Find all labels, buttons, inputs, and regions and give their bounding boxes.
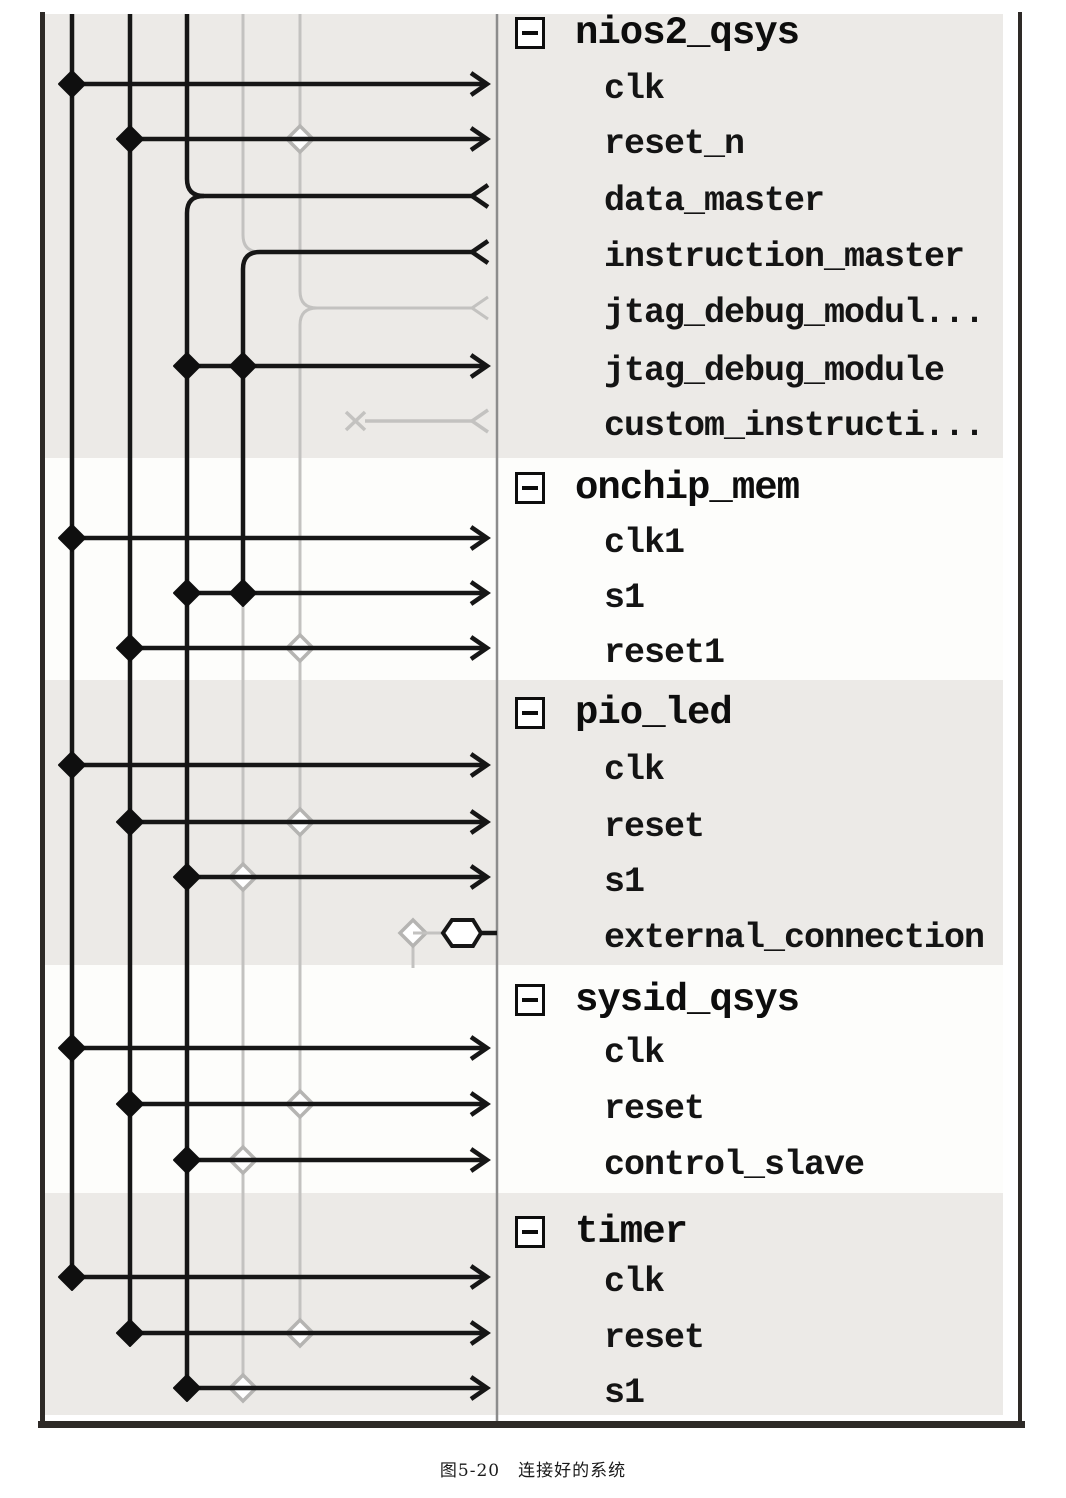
wire-column-jtag-debug-network <box>298 14 318 1333</box>
port-label-reset[interactable]: reset <box>604 807 705 847</box>
port-label-clk[interactable]: clk <box>604 750 665 790</box>
port-label-jtag-debug-module[interactable]: jtag_debug_module <box>604 351 945 391</box>
port-label-clk[interactable]: clk <box>604 1033 665 1073</box>
port-label-reset[interactable]: reset <box>604 1089 705 1129</box>
minus-icon <box>522 998 538 1002</box>
export-hexagon-icon[interactable] <box>440 918 484 948</box>
wire-row-onchip-reset1 <box>130 635 491 661</box>
port-label-clk[interactable]: clk <box>604 69 665 109</box>
collapse-toggle-pio-led[interactable] <box>515 697 545 729</box>
panel-border-left <box>40 12 45 1427</box>
figure-caption: 图5-20 连接好的系统 <box>439 1461 627 1481</box>
port-label-s1[interactable]: s1 <box>604 862 645 902</box>
port-label-reset-n[interactable]: reset_n <box>604 124 745 164</box>
wire-row-sysid-reset <box>130 1091 491 1117</box>
collapse-toggle-timer[interactable] <box>515 1216 545 1248</box>
port-label-s1[interactable]: s1 <box>604 578 645 618</box>
minus-icon <box>522 1230 538 1234</box>
wire-row-sysid-control-slave <box>187 1147 491 1173</box>
section-bg-nios2-qsys <box>45 14 1003 458</box>
wire-row-nios2-custom-instruction <box>344 408 489 434</box>
module-name-onchip-mem[interactable]: onchip_mem <box>575 466 800 510</box>
port-label-custom-instruction[interactable]: custom_instructi... <box>604 406 985 446</box>
panel-border-bottom <box>38 1421 1025 1428</box>
wire-row-timer-clk <box>72 1264 491 1290</box>
port-label-control-slave[interactable]: control_slave <box>604 1145 865 1185</box>
wire-row-pio-reset <box>130 809 491 835</box>
wire-row-sysid-clk <box>72 1035 491 1061</box>
wire-row-nios2-data-master <box>204 183 490 209</box>
wire-row-onchip-clk1 <box>72 525 491 551</box>
wire-row-pio-s1 <box>187 864 491 890</box>
minus-icon <box>522 711 538 715</box>
wire-column-data-master-network <box>184 14 205 1388</box>
cross-mark-icon <box>344 410 367 432</box>
module-name-nios2-qsys[interactable]: nios2_qsys <box>575 11 800 55</box>
port-label-reset[interactable]: reset <box>604 1318 705 1358</box>
connection-junction-dots[interactable] <box>58 70 257 1402</box>
wire-column-instruction-master-network <box>240 14 261 1388</box>
minus-icon <box>522 486 538 490</box>
wire-row-nios2-instruction-master <box>260 239 490 265</box>
port-label-instruction-master[interactable]: instruction_master <box>604 237 965 277</box>
port-label-clk[interactable]: clk <box>604 1262 665 1302</box>
wire-row-pio-external-connection <box>413 918 497 948</box>
wire-row-nios2-clk <box>72 71 491 97</box>
wire-row-timer-s1 <box>187 1375 491 1401</box>
module-name-sysid-qsys[interactable]: sysid_qsys <box>575 978 800 1022</box>
collapse-toggle-nios2-qsys[interactable] <box>515 17 545 49</box>
port-label-data-master[interactable]: data_master <box>604 181 825 221</box>
port-label-reset1[interactable]: reset1 <box>604 633 725 673</box>
wire-row-timer-reset <box>130 1320 491 1346</box>
panel-border-right <box>1018 12 1022 1427</box>
collapse-toggle-onchip-mem[interactable] <box>515 472 545 504</box>
wire-row-nios2-jtag-debug-modul <box>317 295 489 321</box>
port-label-jtag-debug-modul[interactable]: jtag_debug_modul... <box>604 293 985 333</box>
minus-icon <box>522 31 538 35</box>
wire-row-nios2-reset-n <box>130 126 491 152</box>
collapse-toggle-sysid-qsys[interactable] <box>515 984 545 1016</box>
module-name-pio-led[interactable]: pio_led <box>575 691 733 735</box>
port-label-clk1[interactable]: clk1 <box>604 523 685 563</box>
wire-row-pio-clk <box>72 752 491 778</box>
port-label-s1[interactable]: s1 <box>604 1373 645 1413</box>
module-name-timer[interactable]: timer <box>575 1210 688 1254</box>
port-label-external-connection[interactable]: external_connection <box>604 918 985 958</box>
